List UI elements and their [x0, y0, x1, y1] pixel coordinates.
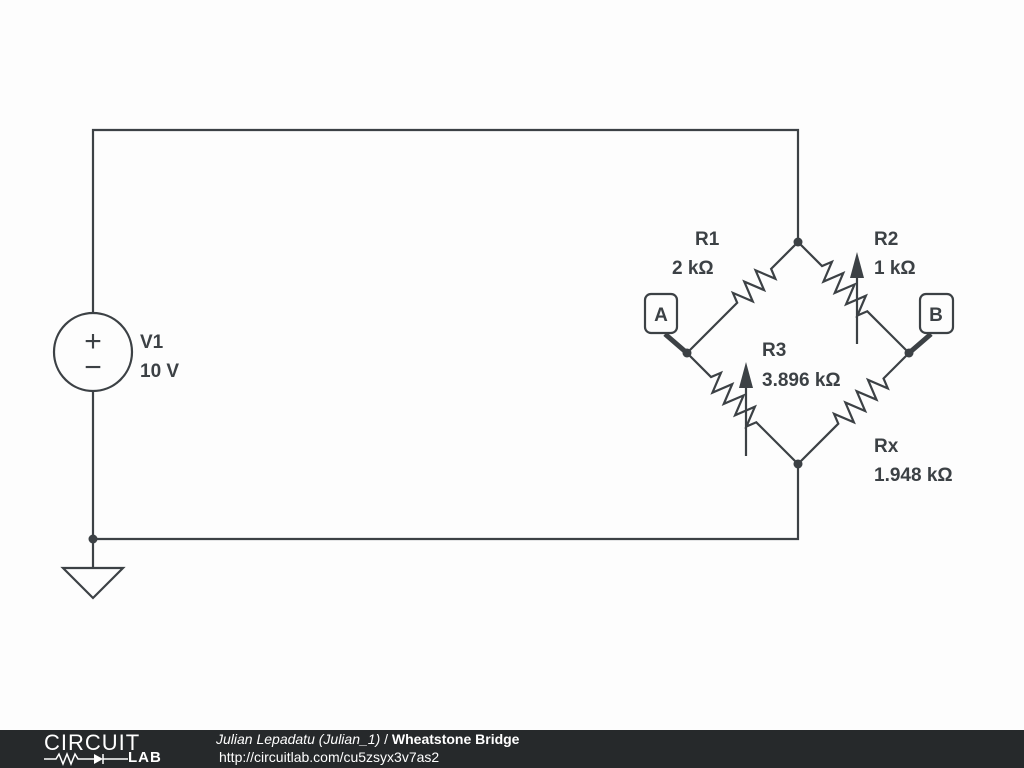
v1-value-label: 10 V	[140, 361, 179, 382]
v1-plus-symbol: +	[84, 325, 102, 358]
rx-value-label: 1.948 kΩ	[874, 465, 953, 486]
wires	[91, 128, 800, 568]
circuitlab-logo[interactable]: CIRCUIT LAB	[40, 730, 180, 768]
r3-value-label: 3.896 kΩ	[762, 370, 841, 391]
author-link[interactable]: Julian Lepadatu (Julian_1)	[216, 731, 381, 747]
schematic-canvas: + − V1 10 V R1 2 kΩ R2 1 kΩ R3 3.896 kΩ …	[52, 128, 955, 600]
r1-value-label: 2 kΩ	[672, 258, 714, 279]
voltage-source-v1[interactable]: + −	[52, 311, 134, 393]
wire-top	[91, 128, 800, 313]
voltage-source-circle	[52, 311, 134, 393]
resistor-r1[interactable]	[680, 235, 805, 360]
circuit-title: Wheatstone Bridge	[391, 731, 520, 747]
probe-a[interactable]: A	[643, 292, 689, 355]
logo-text-top: CIRCUIT	[44, 730, 141, 755]
wire-bottom	[91, 391, 800, 541]
probe-b-box	[918, 292, 955, 335]
credit-separator: /	[384, 731, 389, 747]
footer-bar: CIRCUIT LAB Julian Lepadatu (Julian_1) /…	[0, 730, 1024, 768]
r3-variable-arrow-icon	[739, 362, 753, 456]
v1-name-label: V1	[140, 332, 164, 353]
resistor-rx[interactable]	[791, 346, 916, 471]
rx-name-label: Rx	[874, 436, 899, 457]
probe-b[interactable]: B	[907, 292, 955, 355]
r3-name-label: R3	[762, 340, 786, 361]
schematic-svg: + − V1 10 V R1 2 kΩ R2 1 kΩ R3 3.896 kΩ …	[52, 128, 955, 600]
r2-zigzag	[797, 241, 910, 354]
probe-b-lead	[907, 332, 933, 355]
probe-a-lead	[663, 332, 689, 355]
logo-circuit-icon	[44, 752, 128, 766]
v1-minus-symbol: −	[84, 351, 102, 384]
ground-icon[interactable]	[60, 566, 126, 600]
r1-zigzag	[686, 241, 799, 354]
probe-a-label: A	[654, 305, 668, 326]
resistor-r3[interactable]	[680, 346, 805, 471]
rx-zigzag	[797, 352, 910, 465]
probe-a-box	[643, 292, 679, 335]
credit-line: Julian Lepadatu (Julian_1) / Wheatstone …	[216, 731, 519, 747]
resistor-r2[interactable]	[791, 235, 916, 360]
r1-name-label: R1	[695, 229, 720, 250]
circuit-url-link[interactable]: http://circuitlab.com/cu5zsyx3v7as2	[219, 749, 440, 765]
r2-name-label: R2	[874, 229, 898, 250]
r3-zigzag	[686, 352, 799, 465]
probe-b-label: B	[929, 305, 943, 326]
junction-ground	[88, 534, 98, 544]
logo-text-bottom: LAB	[128, 749, 162, 766]
r2-variable-arrow-icon	[850, 252, 864, 344]
r2-value-label: 1 kΩ	[874, 258, 916, 279]
